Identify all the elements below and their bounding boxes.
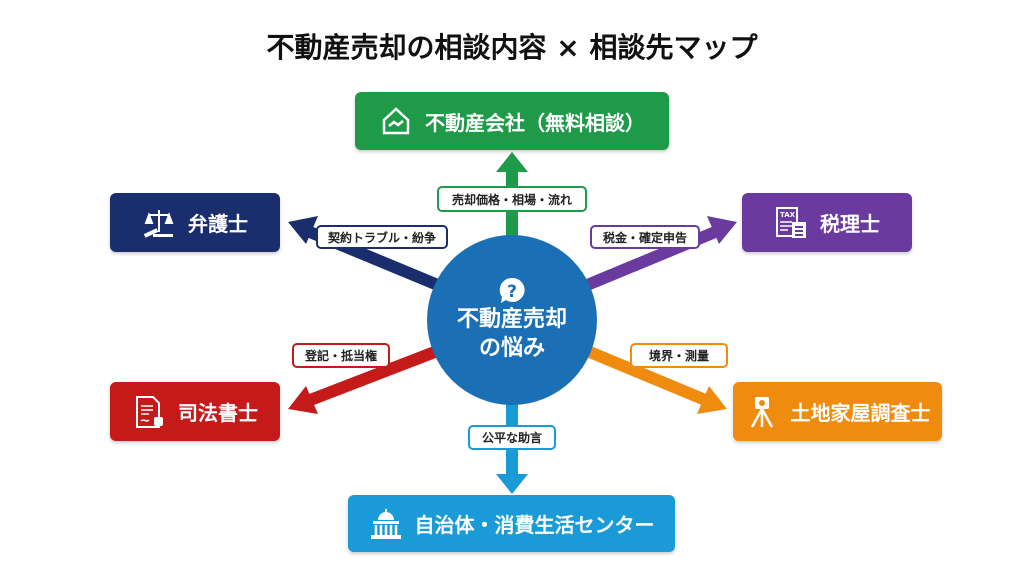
arrow-surveyor [582, 344, 727, 414]
center-line1: 不動産売却 [456, 307, 567, 333]
topic-label-tax: 税金・確定申告 [590, 225, 700, 249]
node-label: 弁護士 [188, 212, 248, 236]
node-real-estate-company[interactable]: 不動産会社（無料相談） [355, 92, 669, 150]
node-judicial-scrivener[interactable]: 司法書士 [110, 382, 280, 441]
question-bubble-icon: ? [499, 278, 525, 304]
topic-label-contract: 契約トラブル・紛争 [316, 225, 448, 249]
arrow-scrivener [288, 344, 443, 414]
node-label: 司法書士 [178, 401, 258, 425]
topic-label-advice: 公平な助言 [468, 425, 556, 450]
node-tax-accountant[interactable]: TAX 税理士 [742, 193, 912, 252]
node-land-surveyor[interactable]: 土地家屋調査士 [733, 382, 942, 441]
svg-text:TAX: TAX [780, 211, 796, 219]
node-label: 不動産会社（無料相談） [425, 110, 645, 135]
surveyor-tripod-icon [745, 395, 779, 429]
node-municipality-consumer-center[interactable]: 自治体・消費生活センター [348, 495, 675, 552]
document-stamp-icon [132, 395, 166, 429]
topic-label-registration: 登記・抵当権 [292, 343, 390, 368]
government-building-icon [369, 507, 403, 541]
page-title: 不動産売却の相談内容 × 相談先マップ [266, 31, 758, 64]
node-label: 土地家屋調査士 [790, 401, 931, 425]
topic-label-price: 売却価格・相場・流れ [437, 186, 587, 212]
node-lawyer[interactable]: 弁護士 [110, 193, 280, 252]
topic-label-boundary: 境界・測量 [630, 343, 728, 368]
center-line2: の悩み [478, 336, 545, 361]
svg-text:?: ? [507, 282, 517, 302]
center-concern: ? 不動産売却 の悩み [427, 235, 597, 405]
scales-gavel-icon [142, 206, 176, 240]
node-label: 自治体・消費生活センター [414, 513, 655, 537]
node-label: 税理士 [820, 212, 880, 236]
tax-calculator-icon: TAX [774, 206, 808, 240]
house-handshake-icon [379, 104, 413, 138]
